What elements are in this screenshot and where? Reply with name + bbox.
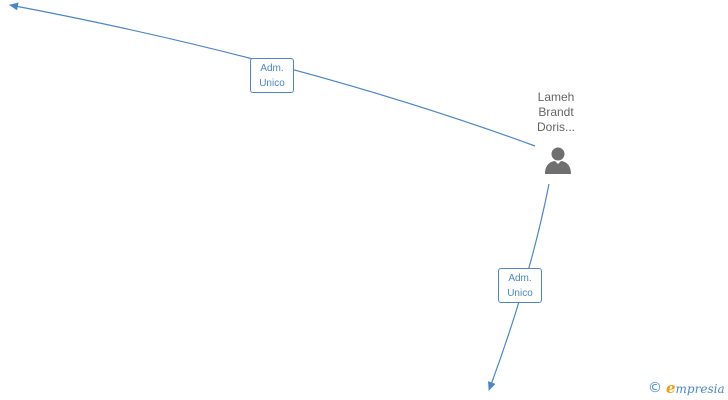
brand-name-rest: mpresia [675,382,725,396]
role-label-line-1: Adm. [508,273,532,284]
person-name-line-2: Brandt [538,105,574,119]
role-label-line-2: Unico [259,78,285,89]
person-icon[interactable] [543,145,573,175]
person-name-line-3: Doris... [536,120,575,134]
person-name[interactable]: Lameh Brandt Doris... [520,90,592,135]
brand-watermark: © empresia [648,378,725,398]
role-label-line-2: Unico [507,288,533,299]
role-label-line-1: Adm. [260,63,284,74]
copyright-icon: © [648,380,662,396]
person-name-line-1: Lameh [537,90,575,104]
brand-logo: empresia [666,379,725,397]
brand-initial: e [666,379,676,397]
role-label-edge-2[interactable]: Adm. Unico [498,268,542,303]
role-label-edge-1[interactable]: Adm. Unico [250,58,294,93]
